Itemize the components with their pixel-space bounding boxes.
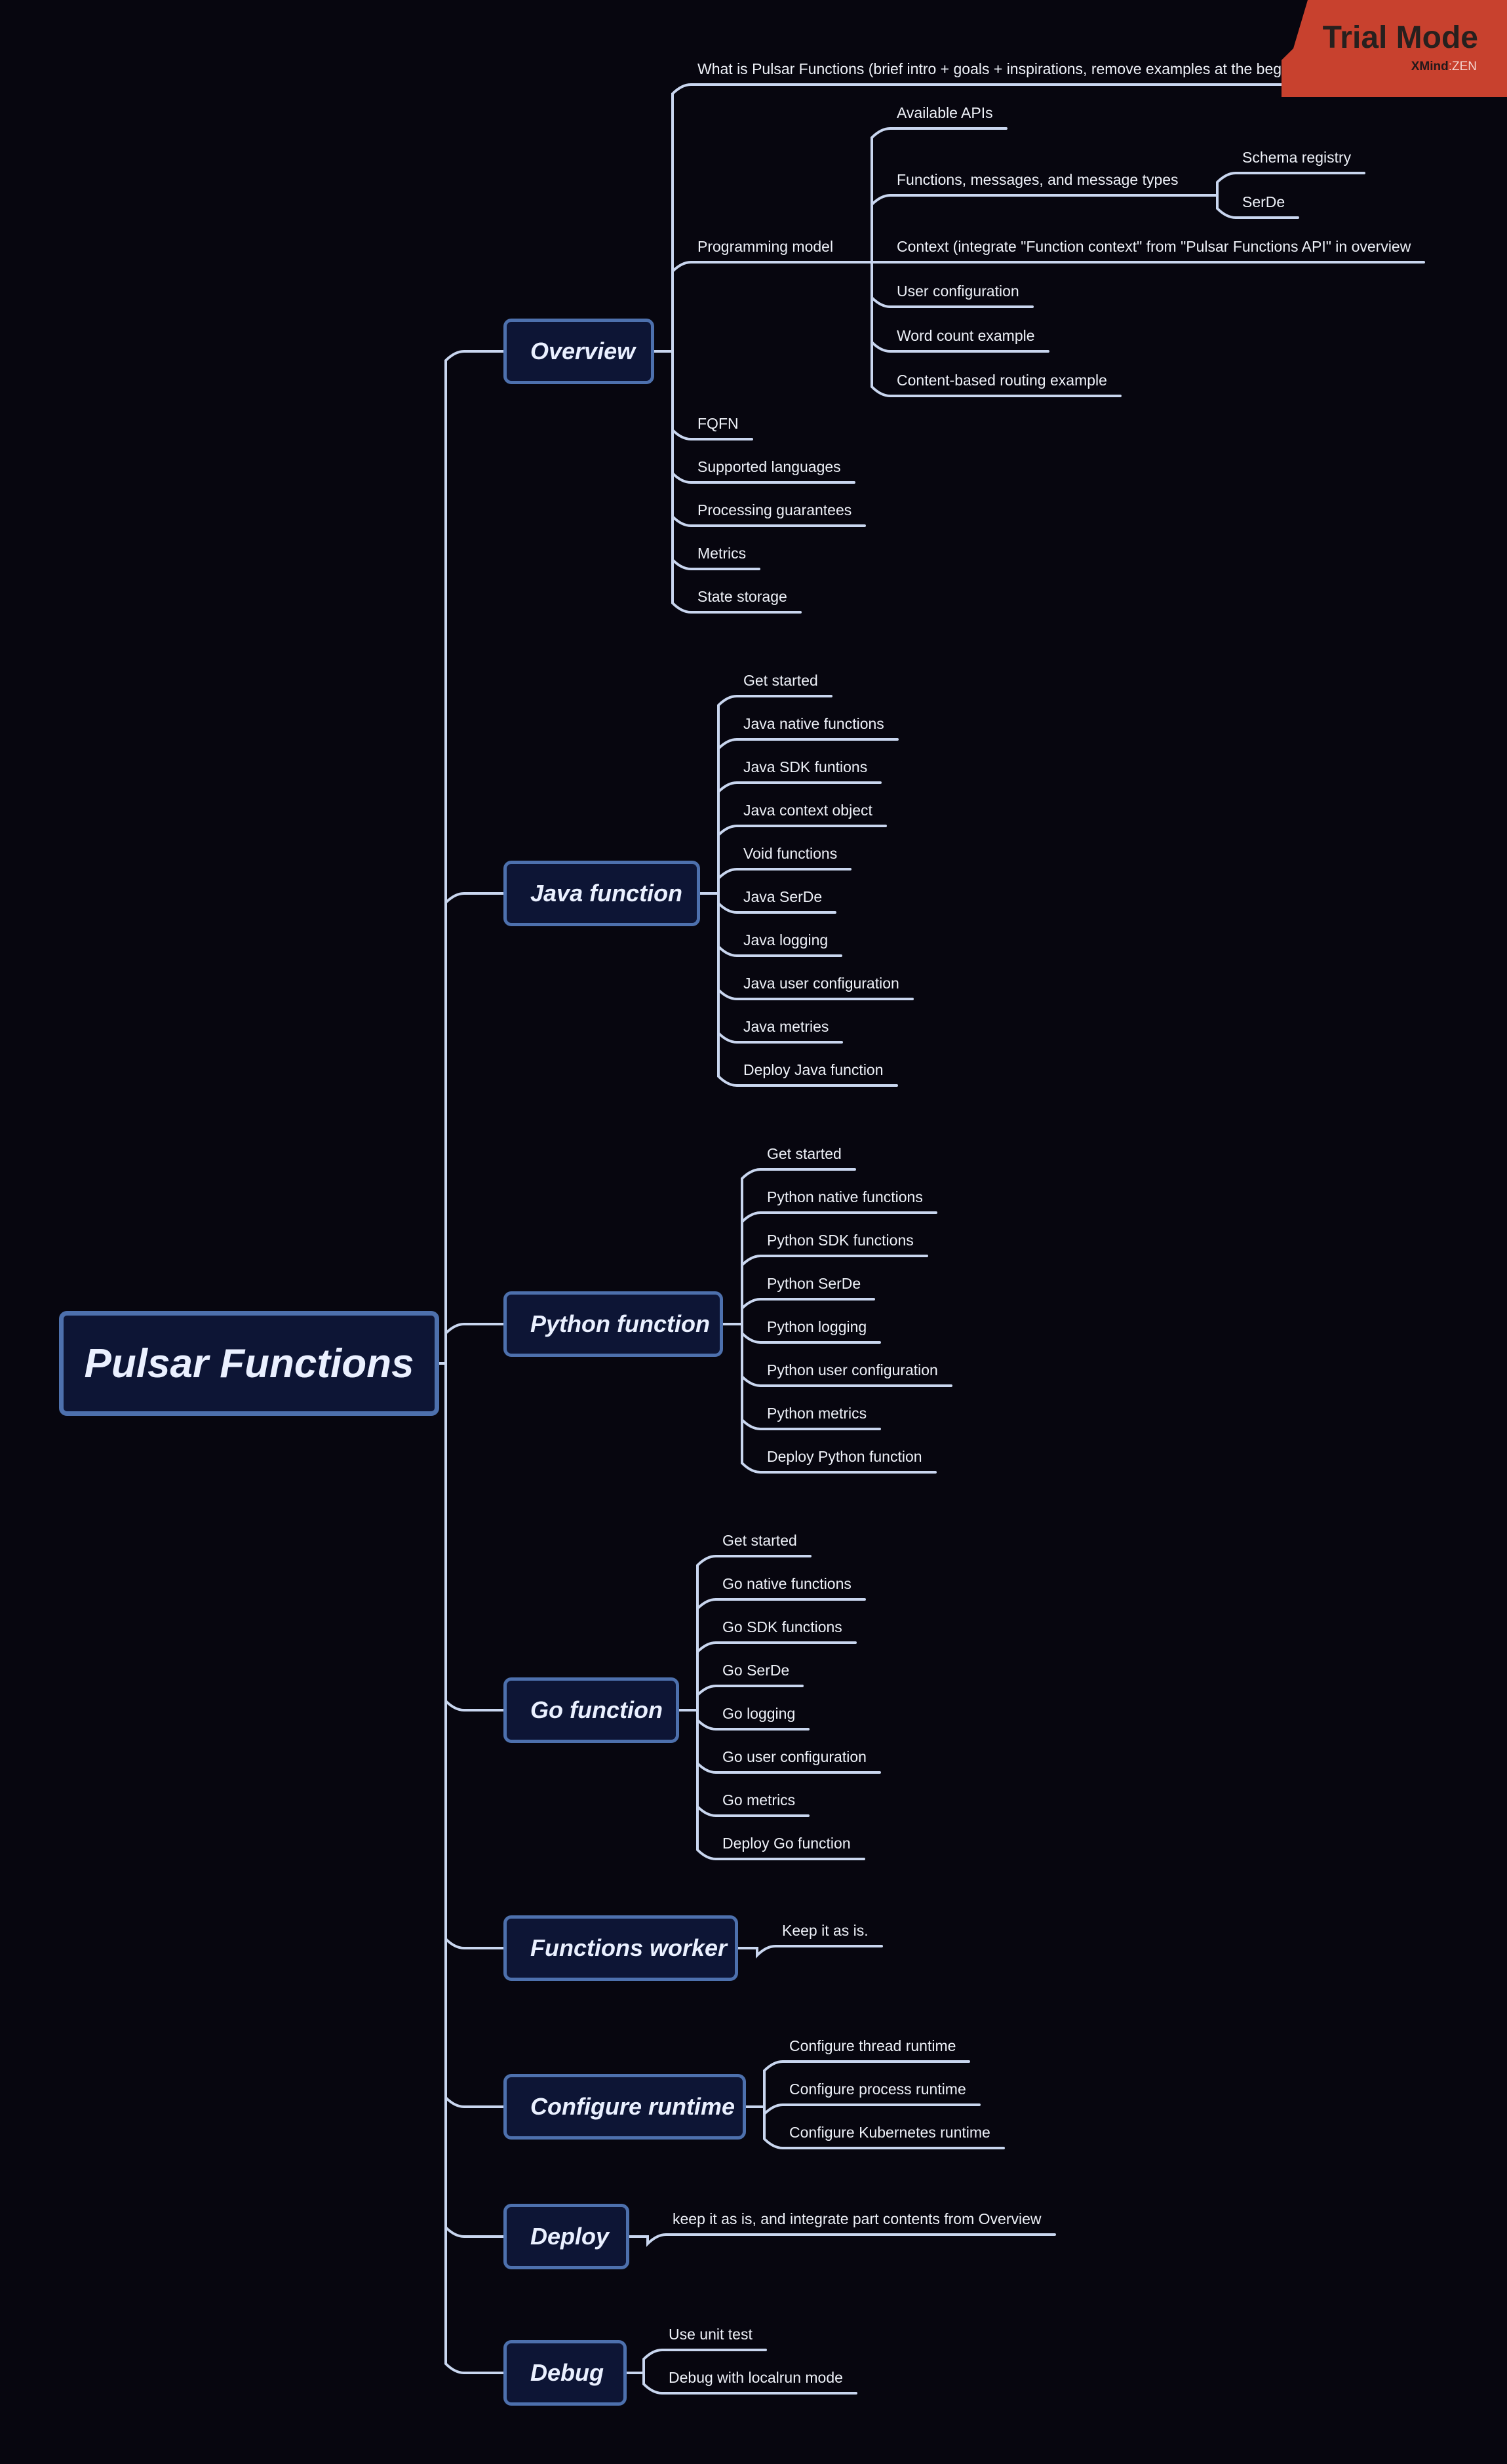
connector-topic-content-based-routing-example	[845, 261, 1122, 397]
connector-topic-python-get-started	[722, 1168, 856, 1325]
topic-python-metrics[interactable]: Python metrics	[767, 1405, 867, 1422]
topic-go-native-functions[interactable]: Go native functions	[722, 1575, 851, 1592]
branch-java-function[interactable]: Java function	[503, 861, 700, 926]
topic-void-functions[interactable]: Void functions	[743, 845, 838, 862]
connector-topic-void-functions	[699, 868, 851, 895]
topic-go-metrics[interactable]: Go metrics	[722, 1791, 796, 1809]
connector-topic-serde	[1190, 194, 1299, 219]
trial-mode-badge[interactable]: Trial Mode XMind:ZEN	[1282, 0, 1507, 97]
topic-what-is-pulsar-functions[interactable]: What is Pulsar Functions (brief intro + …	[697, 60, 1327, 77]
connector-topic-use-unit-test	[625, 2349, 767, 2374]
branch-go-function[interactable]: Go function	[503, 1677, 679, 1743]
topic-available-apis[interactable]: Available APIs	[897, 104, 993, 121]
connector-topic-go-native-functions	[678, 1598, 866, 1711]
branch-configure-runtime[interactable]: Configure runtime	[503, 2074, 746, 2140]
topic-go-user-configuration[interactable]: Go user configuration	[722, 1748, 867, 1765]
xmind-zen-logo: XMind:ZEN	[1411, 60, 1477, 73]
connector-topic-deploy-go-function	[678, 1709, 865, 1860]
topic-keep-it-as-is[interactable]: Keep it as is.	[782, 1922, 869, 1939]
topic-python-user-configuration[interactable]: Python user configuration	[767, 1361, 938, 1379]
topic-python-serde[interactable]: Python SerDe	[767, 1275, 861, 1292]
topic-python-logging[interactable]: Python logging	[767, 1318, 867, 1335]
root-connector-branch-debug	[438, 1362, 505, 2374]
root-connector-branch-java-function	[438, 892, 505, 1365]
connector-topic-debug-with-localrun-mode	[625, 2372, 857, 2395]
connector-topic-go-sdk-functions	[678, 1641, 857, 1711]
connector-topic-python-native-functions	[722, 1211, 937, 1325]
branch-python-function[interactable]: Python function	[503, 1291, 723, 1357]
connector-topic-deploy-java-function	[699, 892, 898, 1087]
topic-processing-guarantees[interactable]: Processing guarantees	[697, 501, 852, 518]
topic-supported-languages[interactable]: Supported languages	[697, 458, 841, 475]
connector-topic-go-get-started	[678, 1555, 812, 1711]
topic-java-metries[interactable]: Java metries	[743, 1018, 829, 1035]
connector-topic-python-serde	[722, 1298, 875, 1325]
topic-content-based-routing-example[interactable]: Content-based routing example	[897, 372, 1107, 389]
topic-deploy-note[interactable]: keep it as is, and integrate part conten…	[673, 2210, 1042, 2227]
topic-go-logging[interactable]: Go logging	[722, 1705, 796, 1722]
topic-state-storage[interactable]: State storage	[697, 588, 787, 605]
topic-python-sdk-functions[interactable]: Python SDK functions	[767, 1232, 914, 1249]
root-connector-branch-go-function	[438, 1362, 505, 1711]
branch-functions-worker[interactable]: Functions worker	[503, 1915, 738, 1981]
root-connector-branch-overview	[438, 350, 505, 1365]
connector-topic-deploy-note	[628, 2233, 1056, 2247]
connector-topic-java-sdk-funtions	[699, 781, 882, 895]
branch-overview[interactable]: Overview	[503, 319, 654, 384]
topic-context[interactable]: Context (integrate "Function context" fr…	[897, 238, 1411, 255]
connector-topic-go-serde	[678, 1685, 804, 1711]
root-connector-branch-functions-worker	[438, 1362, 505, 1949]
connector-topic-functions-messages-types	[845, 194, 1193, 264]
topic-java-user-configuration[interactable]: Java user configuration	[743, 975, 899, 992]
connector-topic-configure-thread-runtime	[745, 2060, 970, 2108]
topic-java-sdk-funtions[interactable]: Java SDK funtions	[743, 758, 868, 775]
topic-python-get-started[interactable]: Get started	[767, 1145, 842, 1162]
root-connector-branch-configure-runtime	[438, 1362, 505, 2108]
topic-configure-kubernetes-runtime[interactable]: Configure Kubernetes runtime	[789, 2124, 990, 2141]
connector-topic-configure-kubernetes-runtime	[745, 2105, 1005, 2149]
topic-python-native-functions[interactable]: Python native functions	[767, 1188, 923, 1205]
connector-topic-what-is-pulsar-functions	[653, 83, 1341, 353]
branch-deploy[interactable]: Deploy	[503, 2204, 629, 2269]
branch-debug[interactable]: Debug	[503, 2340, 627, 2406]
connector-topic-java-get-started	[699, 695, 832, 895]
topic-debug-with-localrun-mode[interactable]: Debug with localrun mode	[669, 2369, 843, 2386]
topic-configure-thread-runtime[interactable]: Configure thread runtime	[789, 2037, 956, 2054]
connector-topic-state-storage	[653, 350, 802, 614]
topic-programming-model[interactable]: Programming model	[697, 238, 834, 255]
topic-deploy-python-function[interactable]: Deploy Python function	[767, 1448, 922, 1465]
topic-configure-process-runtime[interactable]: Configure process runtime	[789, 2081, 966, 2098]
connector-topic-python-sdk-functions	[722, 1255, 928, 1325]
connector-topic-java-context-object	[699, 825, 887, 895]
connector-topic-java-native-functions	[699, 738, 899, 895]
topic-deploy-go-function[interactable]: Deploy Go function	[722, 1835, 851, 1852]
topic-go-sdk-functions[interactable]: Go SDK functions	[722, 1618, 842, 1635]
topic-use-unit-test[interactable]: Use unit test	[669, 2326, 753, 2343]
topic-schema-registry[interactable]: Schema registry	[1242, 149, 1352, 166]
topic-java-serde[interactable]: Java SerDe	[743, 888, 823, 905]
root-connector-branch-python-function	[438, 1323, 505, 1365]
topic-java-logging[interactable]: Java logging	[743, 931, 829, 948]
topic-fqfn[interactable]: FQFN	[697, 415, 739, 432]
topic-java-native-functions[interactable]: Java native functions	[743, 715, 884, 732]
connector-topic-schema-registry	[1190, 172, 1365, 197]
connector-topic-configure-process-runtime	[745, 2103, 981, 2117]
topic-go-get-started[interactable]: Get started	[722, 1532, 797, 1549]
connector-topic-programming-model	[653, 261, 848, 353]
topic-deploy-java-function[interactable]: Deploy Java function	[743, 1061, 884, 1078]
connector-topic-available-apis	[845, 127, 1008, 264]
topic-java-get-started[interactable]: Get started	[743, 672, 818, 689]
topic-serde[interactable]: SerDe	[1242, 193, 1285, 210]
trial-mode-title: Trial Mode	[1322, 20, 1478, 55]
topic-java-context-object[interactable]: Java context object	[743, 802, 872, 819]
root-topic[interactable]: Pulsar Functions	[59, 1311, 439, 1416]
connector-topic-deploy-python-function	[722, 1323, 937, 1474]
connector-topic-keep-it-as-is	[737, 1945, 883, 1959]
topic-word-count-example[interactable]: Word count example	[897, 327, 1035, 344]
topic-functions-messages-types[interactable]: Functions, messages, and message types	[897, 171, 1179, 188]
topic-user-configuration[interactable]: User configuration	[897, 283, 1019, 300]
topic-metrics[interactable]: Metrics	[697, 545, 747, 562]
topic-go-serde[interactable]: Go SerDe	[722, 1662, 790, 1679]
